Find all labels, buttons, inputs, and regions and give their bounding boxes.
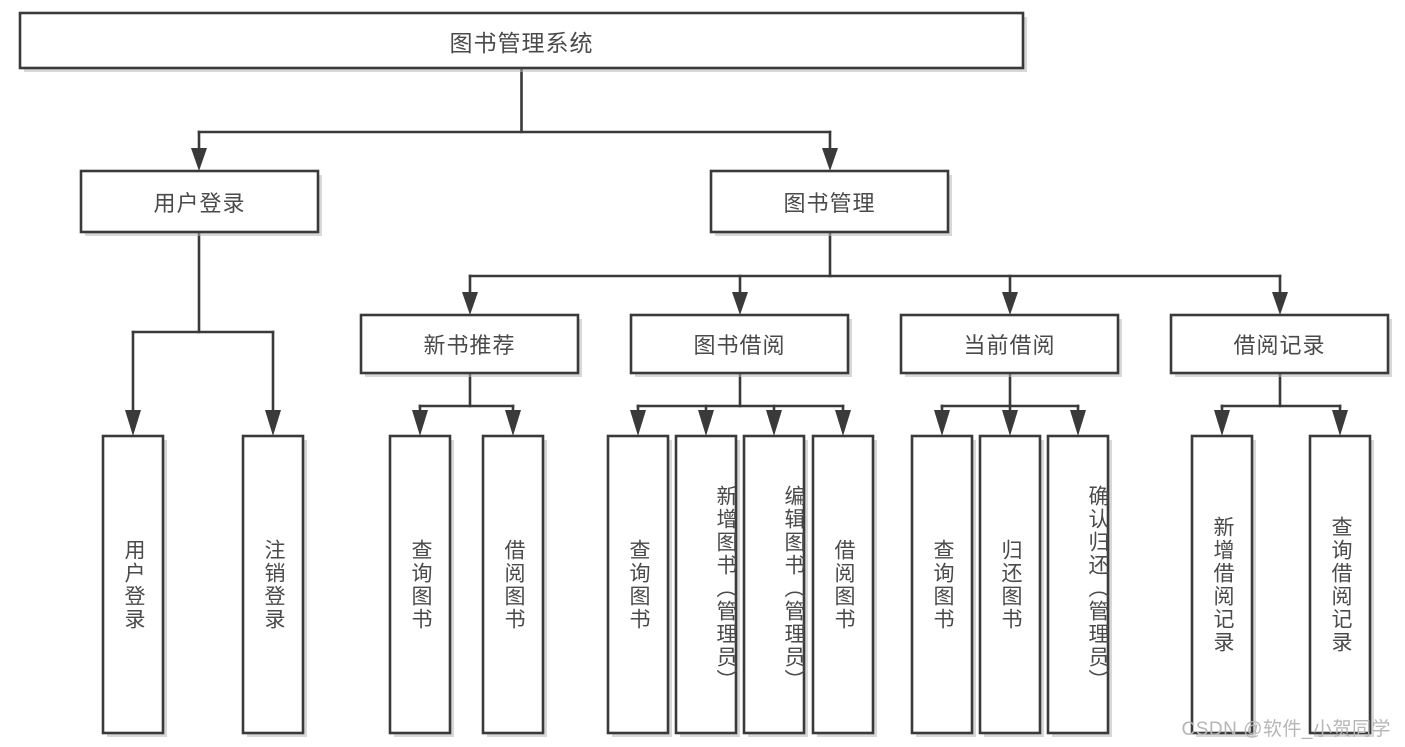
node-leaf-query-book-2[interactable]: [606, 434, 670, 735]
arrow-head-user-login: [191, 148, 207, 171]
node-leaf-query-record[interactable]: [1308, 434, 1372, 735]
arrow-head-borrow-record: [1272, 292, 1288, 315]
node-leaf-add-record[interactable]: [1190, 434, 1254, 735]
arrow-head-new-book-recommend: [462, 292, 478, 315]
node-leaf-borrow-book-1[interactable]: [481, 434, 545, 735]
arrow-head-book-borrow: [732, 292, 748, 315]
connector-layer: [125, 66, 1348, 436]
node-book-manage[interactable]: [709, 169, 950, 234]
node-book-borrow[interactable]: [629, 313, 850, 375]
node-user-login[interactable]: [79, 169, 320, 234]
arrow-head-leaf-return-book: [1002, 410, 1018, 436]
arrow-head-leaf-query-book-1: [412, 410, 428, 436]
arrow-head-leaf-user-logout: [265, 410, 281, 436]
arrow-head-leaf-borrow-book-2: [835, 410, 851, 436]
node-current-borrow[interactable]: [899, 313, 1120, 375]
node-borrow-record[interactable]: [1169, 313, 1390, 375]
node-new-book-recommend[interactable]: [359, 313, 580, 375]
node-leaf-edit-book[interactable]: [742, 434, 806, 735]
node-leaf-query-book-3[interactable]: [910, 434, 974, 735]
arrow-head-leaf-query-record: [1332, 410, 1348, 436]
node-root[interactable]: [18, 11, 1025, 70]
arrow-head-leaf-add-record: [1214, 410, 1230, 436]
node-layer: [18, 11, 1392, 737]
node-leaf-user-login[interactable]: [101, 434, 165, 735]
node-leaf-user-logout[interactable]: [241, 434, 305, 735]
arrow-head-leaf-edit-book: [766, 410, 782, 436]
node-leaf-confirm-return[interactable]: [1046, 434, 1110, 735]
arrow-head-leaf-borrow-book-1: [505, 410, 521, 436]
node-leaf-add-book[interactable]: [674, 434, 738, 735]
arrow-head-leaf-query-book-3: [934, 410, 950, 436]
arrow-head-book-manage: [822, 148, 838, 171]
arrow-head-leaf-user-login: [125, 410, 141, 436]
node-leaf-query-book-1[interactable]: [388, 434, 452, 735]
arrow-head-leaf-query-book-2: [630, 410, 646, 436]
arrow-head-leaf-confirm-return: [1070, 410, 1086, 436]
arrow-head-current-borrow: [1002, 292, 1018, 315]
node-leaf-return-book[interactable]: [978, 434, 1042, 735]
node-leaf-borrow-book-2[interactable]: [811, 434, 875, 735]
arrow-head-leaf-add-book: [698, 410, 714, 436]
